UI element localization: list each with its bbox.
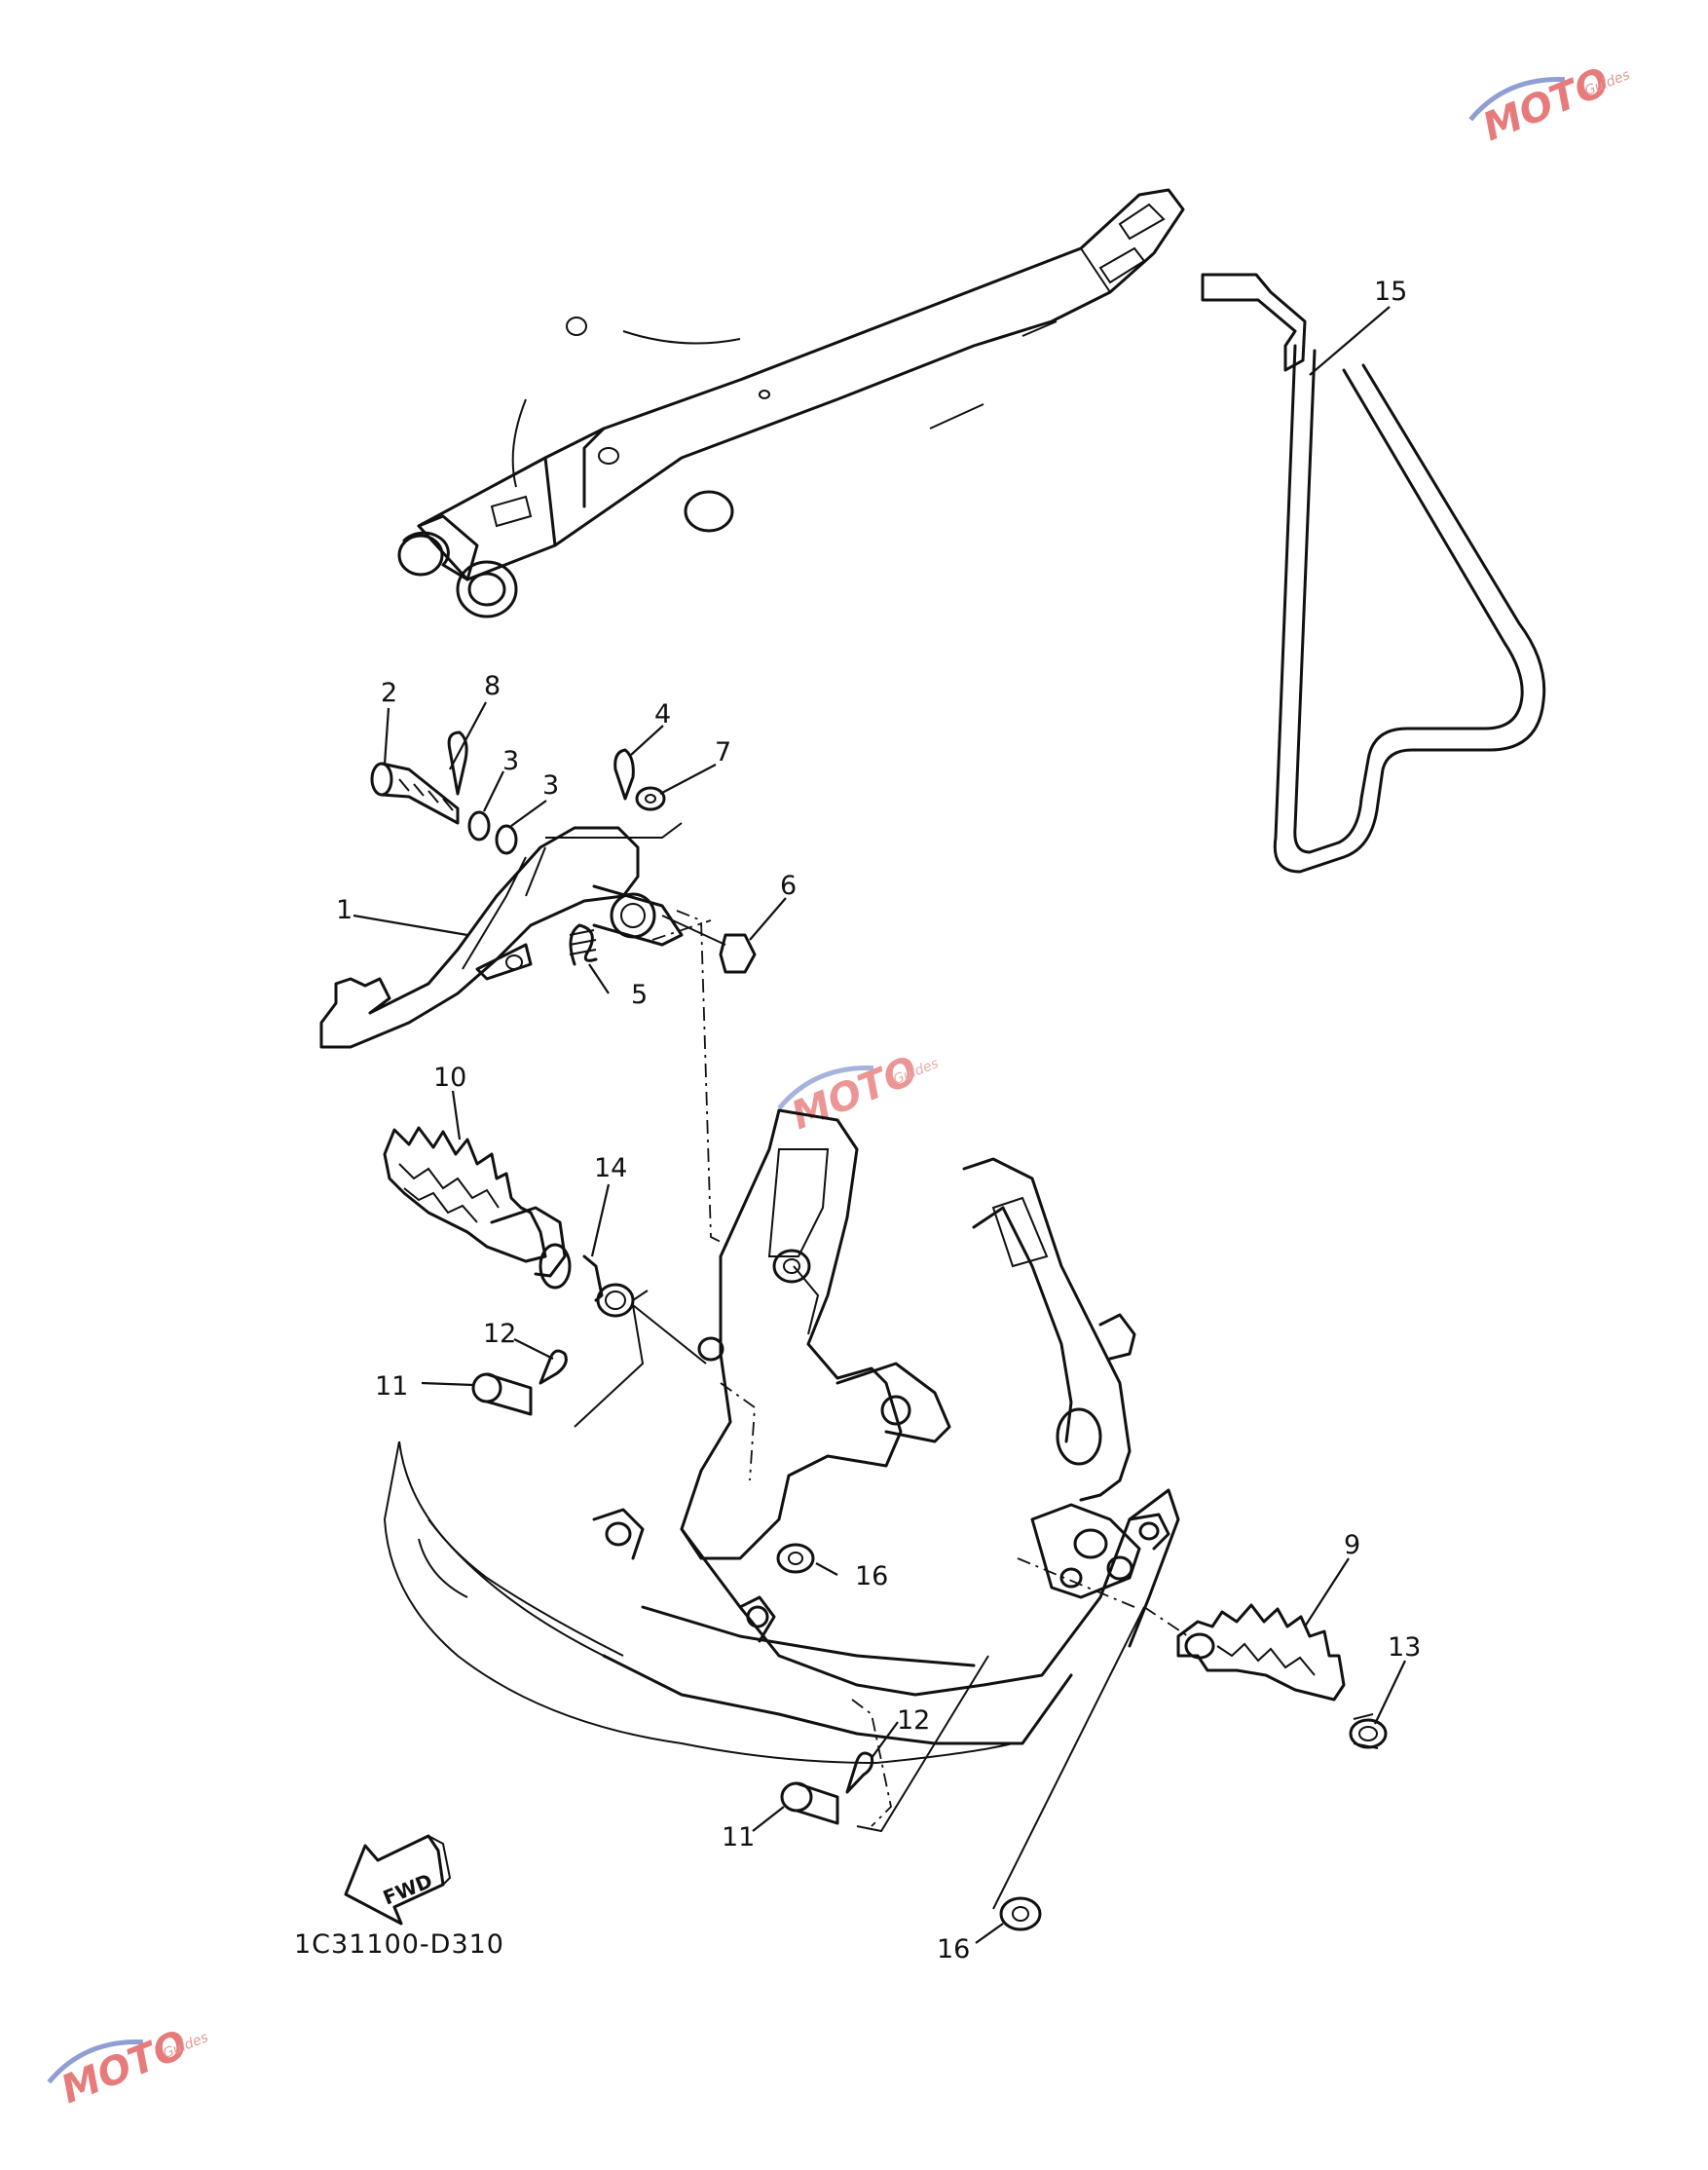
callout-16: 16 xyxy=(937,1934,970,1964)
callout-12: 12 xyxy=(897,1705,930,1736)
o-rings-3 xyxy=(467,810,518,855)
callout-11: 11 xyxy=(722,1822,755,1852)
watermark-middle: MOTO Guides xyxy=(777,1048,941,1139)
watermark-bottom-left: MOTO Guides xyxy=(47,2022,210,2113)
callout-13: 13 xyxy=(1388,1632,1421,1663)
callout-6: 6 xyxy=(780,871,797,901)
watermark-text: MOTO xyxy=(56,2022,195,2113)
spring-13 xyxy=(1349,1713,1388,1749)
callout-15: 15 xyxy=(1374,277,1407,307)
assembly-lines xyxy=(545,822,1189,1910)
collar-16-upper xyxy=(776,1543,815,1574)
callout-16: 16 xyxy=(855,1561,888,1591)
callout-5: 5 xyxy=(631,980,648,1010)
callout-4: 4 xyxy=(654,699,671,730)
watermark-text: MOTO xyxy=(1477,59,1616,150)
cotter-pin-8 xyxy=(447,730,468,796)
callout-9: 9 xyxy=(1344,1530,1360,1560)
cotter-pin-4 xyxy=(613,748,635,801)
brake-pedal xyxy=(319,826,684,1049)
callout-8: 8 xyxy=(484,671,501,701)
callout-3: 3 xyxy=(502,746,519,776)
cotter-pin-12-right xyxy=(845,1751,874,1794)
brake-pedal-shaft xyxy=(370,762,460,825)
sidestand xyxy=(1201,273,1546,874)
leader-lines xyxy=(353,306,1406,1944)
footrest-right xyxy=(1176,1603,1346,1702)
watermark-text: MOTO xyxy=(786,1048,925,1139)
collar-16-lower xyxy=(999,1896,1042,1931)
callout-10: 10 xyxy=(433,1063,466,1093)
footrest-left xyxy=(383,1126,572,1290)
spring-14 xyxy=(582,1254,649,1318)
fwd-label: FWD xyxy=(380,1869,436,1910)
callouts: 1 2 3 3 4 5 6 7 8 9 10 11 11 12 12 13 14… xyxy=(336,277,1421,1964)
fwd-arrow: FWD xyxy=(344,1834,452,1926)
cotter-pin-12-left xyxy=(538,1349,568,1385)
swingarm xyxy=(397,188,1185,618)
drawing-code: 1C31100-D310 xyxy=(294,1929,504,1960)
callout-11: 11 xyxy=(375,1371,408,1402)
bolt-6 xyxy=(661,915,757,974)
callout-3: 3 xyxy=(542,770,559,801)
pin-11-left xyxy=(471,1372,533,1416)
callout-14: 14 xyxy=(594,1153,627,1183)
pin-11-right xyxy=(780,1781,839,1825)
callout-12: 12 xyxy=(483,1319,516,1349)
callout-2: 2 xyxy=(381,678,397,708)
frame xyxy=(383,1108,1180,1765)
callout-1: 1 xyxy=(336,895,353,925)
callout-7: 7 xyxy=(715,737,731,767)
watermark-top-right: MOTO Guides xyxy=(1468,59,1632,150)
spring-5 xyxy=(569,923,598,966)
washer-7 xyxy=(635,786,666,811)
